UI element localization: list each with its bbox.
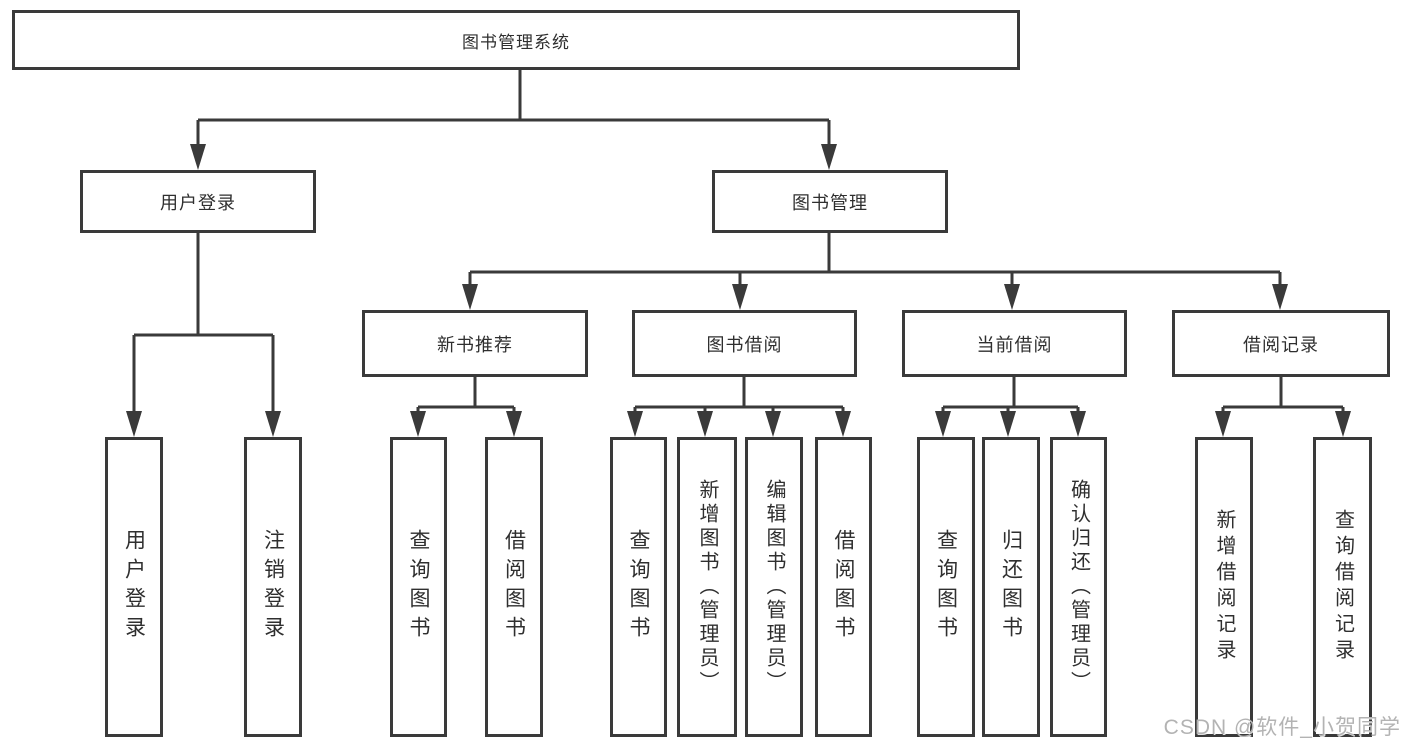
leaf-query-borrow-record: 查询借阅记录: [1313, 437, 1372, 737]
arrowhead-icon: [835, 411, 851, 437]
node-borrow-records: 借阅记录: [1172, 310, 1390, 377]
connector-userlogin-to-leaves: [126, 233, 281, 437]
connector-bookmgmt-to-level3: [462, 233, 1288, 310]
connector-line: [633, 377, 845, 414]
arrowhead-icon: [1004, 284, 1020, 310]
arrowhead-icon: [1215, 411, 1231, 437]
leaf-borrow-books-2: 借阅图书: [815, 437, 872, 737]
leaf-add-book-admin: 新增图书（管理员）: [677, 437, 737, 737]
arrowhead-icon: [627, 411, 643, 437]
connector-bookborrow-to-leaves: [627, 377, 851, 437]
leaf-logout: 注销登录: [244, 437, 302, 737]
connector-borrowrecords-to-leaves: [1215, 377, 1351, 437]
leaf-edit-book-admin: 编辑图书（管理员）: [745, 437, 803, 737]
arrowhead-icon: [462, 284, 478, 310]
connector-line: [132, 233, 275, 413]
arrowhead-icon: [1070, 411, 1086, 437]
node-user-login: 用户登录: [80, 170, 316, 233]
node-current-borrow: 当前借阅: [902, 310, 1127, 377]
arrowhead-icon: [265, 411, 281, 437]
arrowhead-icon: [1000, 411, 1016, 437]
node-book-management: 图书管理: [712, 170, 948, 233]
arrowhead-icon: [410, 411, 426, 437]
arrowhead-icon: [765, 411, 781, 437]
connector-line: [1221, 377, 1345, 414]
node-library-management-system: 图书管理系统: [12, 10, 1020, 70]
connector-line: [468, 233, 1282, 286]
arrowhead-icon: [732, 284, 748, 310]
leaf-user-login: 用户登录: [105, 437, 163, 737]
arrowhead-icon: [935, 411, 951, 437]
arrowhead-icon: [1335, 411, 1351, 437]
arrowhead-icon: [697, 411, 713, 437]
connector-currentborrow-to-leaves: [935, 377, 1086, 437]
leaf-return-book: 归还图书: [982, 437, 1040, 737]
connector-newbook-to-leaves: [410, 377, 522, 437]
connector-line: [941, 377, 1080, 414]
node-book-borrow: 图书借阅: [632, 310, 857, 377]
arrowhead-icon: [506, 411, 522, 437]
arrowhead-icon: [821, 144, 837, 170]
connector-line: [196, 70, 831, 148]
leaf-add-borrow-record: 新增借阅记录: [1195, 437, 1253, 737]
leaf-query-books-current: 查询图书: [917, 437, 975, 737]
arrowhead-icon: [1272, 284, 1288, 310]
watermark: CSDN @软件_小贺同学: [1163, 716, 1401, 739]
leaf-query-books-recommend: 查询图书: [390, 437, 447, 737]
connector-line: [416, 377, 516, 414]
leaf-query-books-borrow: 查询图书: [610, 437, 667, 737]
arrowhead-icon: [126, 411, 142, 437]
leaf-confirm-return-admin: 确认归还（管理员）: [1050, 437, 1107, 737]
connector-root-to-level2: [190, 70, 837, 170]
leaf-borrow-books-recommend: 借阅图书: [485, 437, 543, 737]
node-new-book-recommend: 新书推荐: [362, 310, 588, 377]
arrowhead-icon: [190, 144, 206, 170]
